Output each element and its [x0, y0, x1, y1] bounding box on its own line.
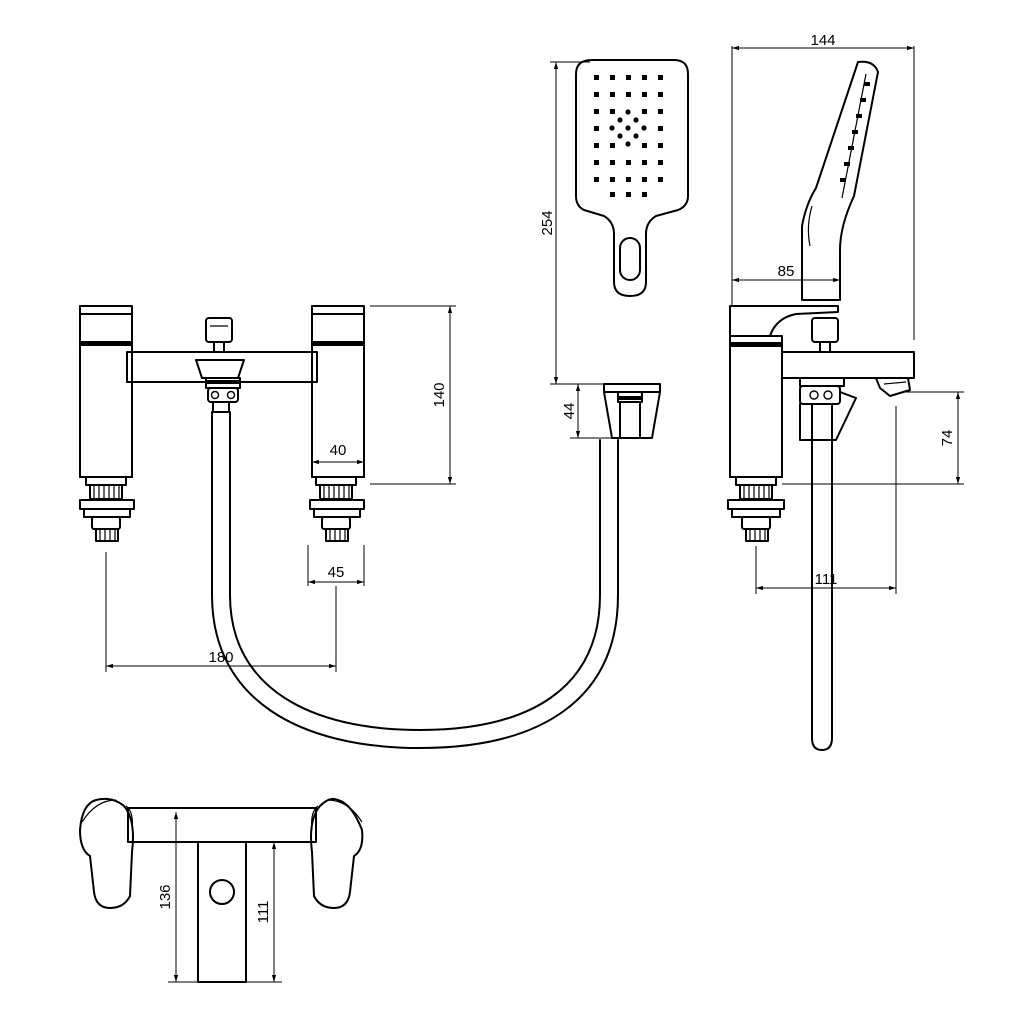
outlet-body-side	[781, 317, 915, 441]
dim-tail-width: 45	[328, 564, 345, 581]
hose-connector	[195, 359, 245, 413]
hose-side	[811, 403, 833, 751]
side-tail-fitting	[727, 476, 785, 542]
left-handle-plan	[79, 797, 134, 909]
dim-tap-centres: 180	[208, 649, 233, 666]
right-handle-plan	[310, 797, 364, 909]
dim-handset-length: 254	[539, 210, 556, 235]
handset-side	[801, 60, 879, 301]
dimension-lines	[105, 45, 964, 983]
side-elevation	[727, 60, 915, 751]
dim-pillar-width: 40	[330, 442, 347, 459]
dim-spout-reach: 85	[778, 263, 795, 280]
body-plan	[127, 807, 317, 843]
pillar-side	[729, 305, 839, 478]
dim-tap-height: 140	[431, 382, 448, 407]
dimension-labels: 144 85 254 44 140 40 45 180 74 111 136 1…	[157, 32, 956, 923]
left-pillar	[79, 305, 133, 478]
dim-holder-height: 44	[561, 403, 578, 420]
diverter-knob	[205, 317, 233, 353]
plan-view	[79, 797, 364, 983]
dim-outlet-projection: 111	[815, 571, 838, 588]
dim-handset-width: 144	[810, 32, 835, 49]
spray-nozzles	[594, 75, 663, 197]
dim-spout-projection: 111	[255, 901, 272, 924]
dim-outlet-height: 74	[939, 430, 956, 447]
handset-front	[575, 59, 689, 297]
left-tail-fitting	[79, 476, 135, 542]
handset-holder-front	[603, 383, 661, 439]
dim-handle-projection: 136	[157, 884, 174, 909]
right-tail-fitting	[309, 476, 365, 542]
shower-hose	[211, 411, 619, 749]
spout-plan	[197, 841, 247, 983]
outlet-hole-plan	[209, 879, 235, 905]
front-elevation	[79, 305, 619, 749]
